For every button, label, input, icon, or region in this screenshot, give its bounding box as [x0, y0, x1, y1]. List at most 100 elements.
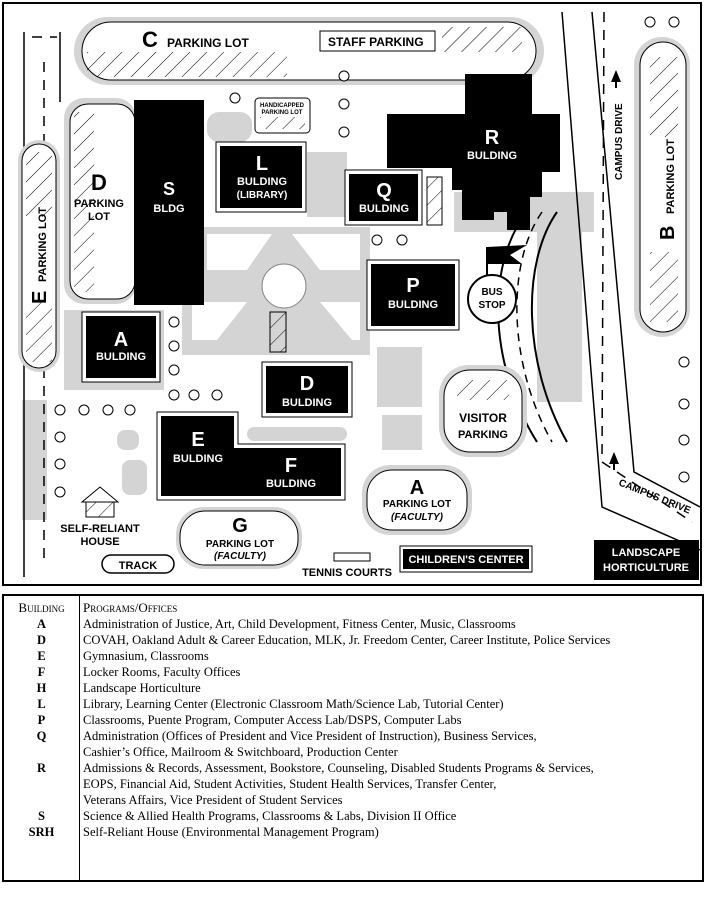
svg-text:PARKING LOT: PARKING LOT	[206, 539, 274, 550]
svg-text:TENNIS COURTS: TENNIS COURTS	[302, 567, 392, 579]
lot-c-label: PARKING LOT	[167, 36, 249, 50]
svg-text:VISITOR: VISITOR	[459, 411, 507, 425]
building-q: Q BULDING	[344, 169, 443, 226]
legend-building-code: P	[37, 713, 46, 727]
svg-text:Q: Q	[376, 180, 392, 202]
svg-text:(FACULTY): (FACULTY)	[214, 551, 267, 562]
building-e-f: E BULDING F BULDING	[156, 411, 346, 501]
svg-text:(FACULTY): (FACULTY)	[391, 512, 444, 523]
svg-text:D: D	[300, 373, 314, 395]
svg-text:BULDING: BULDING	[282, 397, 332, 409]
svg-text:L: L	[256, 153, 268, 175]
svg-text:HOUSE: HOUSE	[80, 536, 119, 548]
building-a: A BULDING	[81, 311, 161, 383]
campus-drive-label-1: CAMPUS DRIVE	[614, 103, 625, 180]
parking-lot-b: B PARKING LOT	[634, 37, 690, 337]
landscape-horticulture: LANDSCAPE HORTICULTURE	[594, 540, 699, 580]
central-quad	[192, 234, 360, 353]
lot-b-letter: B	[657, 226, 679, 240]
building-p: P BULDING	[366, 259, 460, 331]
legend-building-code: L	[37, 697, 46, 711]
parking-lot-c: C PARKING LOT STAFF PARKING	[74, 17, 544, 85]
tennis-courts: TENNIS COURTS	[302, 552, 392, 579]
track: TRACK	[101, 554, 175, 574]
building-d: D BULDING	[261, 361, 353, 418]
svg-text:CHILDREN'S CENTER: CHILDREN'S CENTER	[408, 554, 523, 566]
svg-text:PARKING LOT: PARKING LOT	[383, 499, 451, 510]
svg-text:BULDING: BULDING	[96, 351, 146, 363]
legend-building-code: SRH	[28, 825, 55, 839]
legend-programs-text: Veterans Affairs, Vice President of Stud…	[83, 793, 343, 807]
svg-text:STOP: STOP	[478, 300, 505, 311]
legend-programs-text: Administration of Justice, Art, Child De…	[83, 617, 516, 631]
svg-text:BUS: BUS	[481, 287, 502, 298]
legend-programs-text: Classrooms, Puente Program, Computer Acc…	[83, 713, 462, 727]
svg-text:LOT: LOT	[88, 211, 110, 223]
visitor-parking: VISITOR PARKING	[439, 365, 527, 457]
legend-programs-text: Landscape Horticulture	[83, 681, 201, 695]
building-s: S BLDG	[134, 100, 204, 305]
campus-map-drawing: C PARKING LOT STAFF PARKING HANDICAPPED …	[18, 11, 700, 580]
legend-programs-text: Self-Reliant House (Environmental Manage…	[83, 825, 379, 839]
svg-text:E: E	[191, 429, 204, 451]
svg-text:BULDING: BULDING	[467, 150, 517, 162]
self-reliant-house: SELF-RELIANT HOUSE	[60, 486, 140, 548]
parking-lot-g: G PARKING LOT (FACULTY)	[176, 507, 302, 569]
bus-stop: BUS STOP	[467, 245, 527, 324]
svg-text:PARKING: PARKING	[74, 198, 124, 210]
legend-building-code: Q	[36, 729, 47, 743]
childrens-center: CHILDREN'S CENTER	[399, 545, 533, 573]
handicapped-parking-lot: HANDICAPPED PARKING LOT	[254, 97, 311, 134]
svg-text:BULDING: BULDING	[173, 453, 223, 465]
svg-text:TRACK: TRACK	[119, 560, 158, 572]
svg-text:PARKING: PARKING	[458, 429, 508, 441]
svg-text:PARKING LOT: PARKING LOT	[262, 110, 303, 116]
svg-text:S: S	[163, 179, 175, 199]
legend-building-code: E	[37, 649, 46, 663]
lot-b-label: PARKING LOT	[665, 139, 677, 214]
legend-divider	[79, 596, 80, 880]
svg-text:HANDICAPPED: HANDICAPPED	[260, 103, 305, 109]
parking-lot-d: D PARKING LOT	[64, 98, 136, 304]
legend-building-code: H	[36, 681, 47, 695]
lot-e-label: PARKING LOT	[37, 207, 49, 282]
svg-text:R: R	[485, 127, 500, 149]
building-l: L BULDING (LIBRARY)	[215, 141, 307, 213]
arrow-up-icon	[611, 70, 621, 82]
legend-programs-text: Science & Allied Health Programs, Classr…	[83, 809, 457, 823]
lot-e-letter: E	[29, 291, 51, 304]
svg-text:SELF-RELIANT: SELF-RELIANT	[60, 523, 140, 535]
parking-lot-a: A PARKING LOT (FACULTY)	[362, 465, 472, 535]
building-r: R BULDING	[387, 74, 560, 230]
svg-text:BULDING: BULDING	[388, 299, 438, 311]
legend-programs-text: Administration (Offices of President and…	[83, 729, 537, 743]
svg-text:BULDING: BULDING	[266, 478, 316, 490]
svg-text:LANDSCAPE: LANDSCAPE	[612, 547, 680, 559]
svg-text:(LIBRARY): (LIBRARY)	[237, 190, 288, 201]
legend-programs-text: Cashier’s Office, Mailroom & Switchboard…	[83, 745, 398, 759]
legend-programs-text: Library, Learning Center (Electronic Cla…	[83, 697, 504, 711]
legend-programs-text: Gymnasium, Classrooms	[83, 649, 209, 663]
lot-c-letter: C	[142, 27, 158, 52]
legend-building-code: D	[36, 633, 47, 647]
svg-text:F: F	[285, 455, 297, 477]
svg-text:BLDG: BLDG	[153, 203, 184, 215]
legend-programs-text: Locker Rooms, Faculty Offices	[83, 665, 241, 679]
legend-programs-text: EOPS, Financial Aid, Student Activities,…	[83, 777, 497, 791]
legend-building-code: S	[38, 809, 45, 823]
svg-text:BULDING: BULDING	[237, 176, 287, 188]
legend-programs-text: Admissions & Records, Assessment, Bookst…	[83, 761, 594, 775]
tree-icons	[54, 16, 690, 498]
arrow-up-icon	[609, 452, 619, 464]
legend-building-code: F	[37, 665, 46, 679]
legend-building-code: A	[36, 617, 47, 631]
svg-text:A: A	[410, 477, 424, 499]
svg-text:A: A	[114, 329, 128, 351]
legend-building-code: R	[36, 761, 47, 775]
parking-lot-e: E PARKING LOT	[18, 140, 60, 372]
legend-programs-text: COVAH, Oakland Adult & Career Education,…	[83, 633, 611, 647]
staff-parking-label: STAFF PARKING	[328, 35, 424, 49]
campus-map: C PARKING LOT STAFF PARKING HANDICAPPED …	[2, 2, 702, 586]
svg-text:P: P	[406, 275, 419, 297]
